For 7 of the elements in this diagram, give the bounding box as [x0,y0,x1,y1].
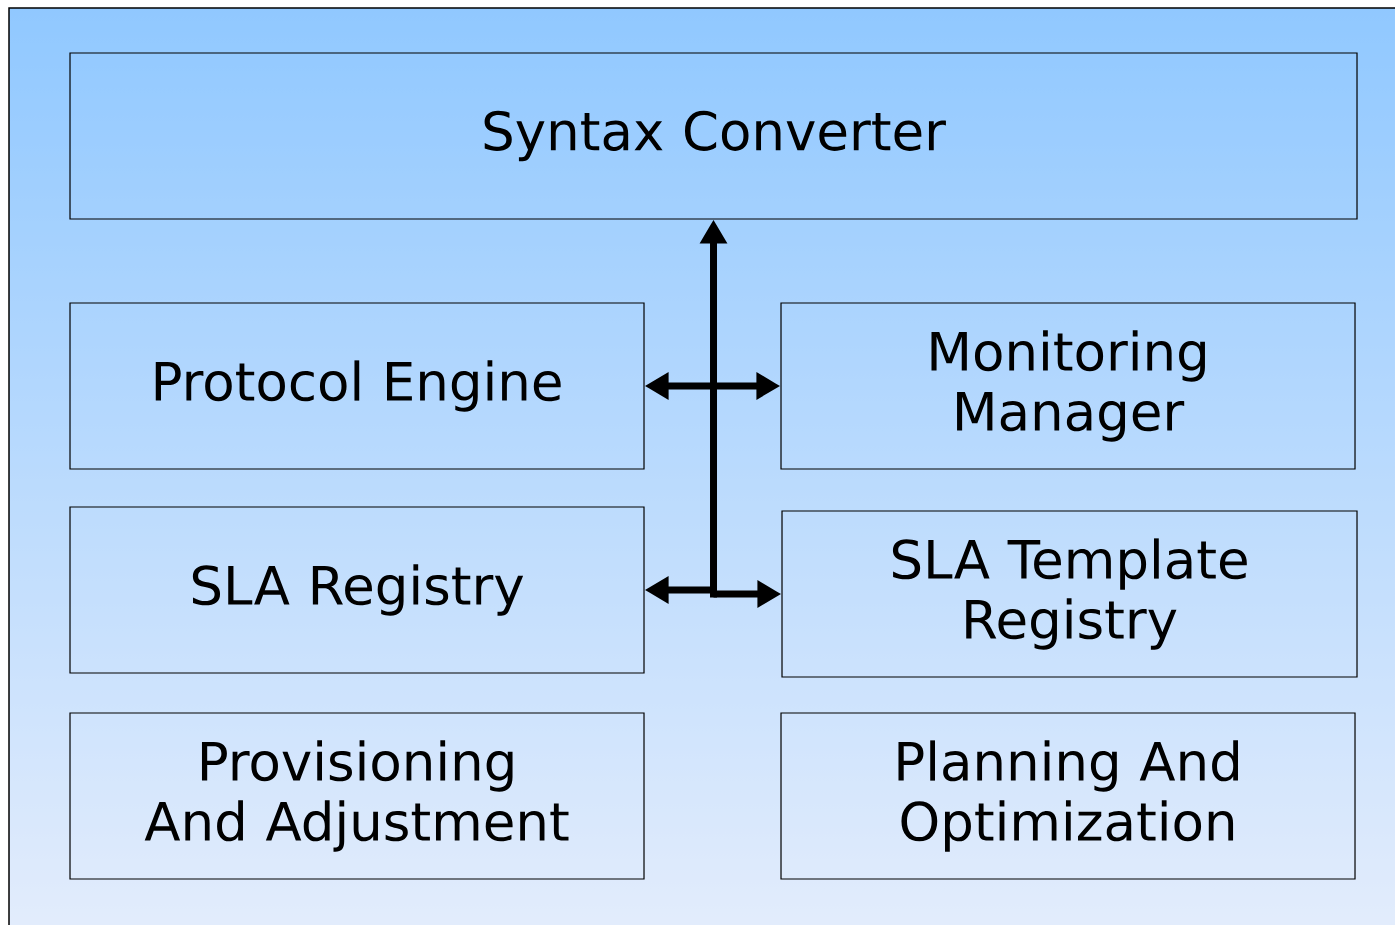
component-box: Protocol Engine [69,302,645,470]
component-box: Planning And Optimization [780,712,1356,880]
component-box: Provisioning And Adjustment [69,712,645,880]
component-box: SLA Registry [69,506,645,674]
component-box: SLA Template Registry [781,510,1358,678]
component-box: Monitoring Manager [780,302,1356,470]
component-box: Syntax Converter [69,52,1358,220]
